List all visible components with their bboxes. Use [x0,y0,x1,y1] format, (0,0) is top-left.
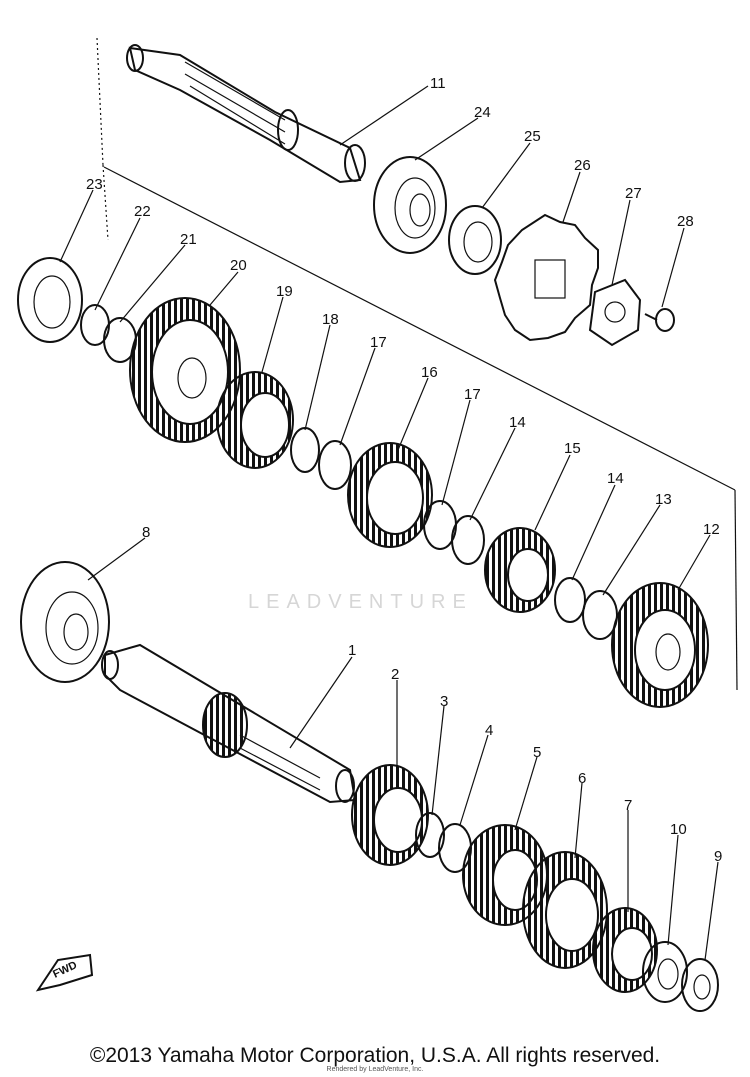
callout-27: 27 [625,185,642,202]
drive-axle [101,643,357,804]
circlip-17-upper [318,440,352,490]
callout-18: 18 [322,311,339,328]
gear-20 [129,297,241,443]
callout-4: 4 [485,722,493,739]
callout-numbers: 1 2 3 4 5 6 7 8 9 10 11 12 13 14 14 15 1… [86,75,722,865]
callout-5: 5 [533,744,541,761]
gear-19 [216,371,294,469]
gear-16 [347,442,433,548]
callout-16: 16 [421,364,438,381]
callout-3: 3 [440,693,448,710]
copyright-notice: ©2013 Yamaha Motor Corporation, U.S.A. A… [89,1044,661,1067]
callout-6: 6 [578,770,586,787]
callout-24: 24 [474,104,491,121]
circlip-3 [415,812,445,858]
callout-21: 21 [180,231,197,248]
drive-sprocket-26 [493,213,599,342]
washer-14-lower [554,577,586,623]
main-axle [126,44,366,184]
bearing-8 [20,561,110,683]
guide-frame [96,37,738,691]
leader-lines [59,85,719,961]
fwd-arrow-icon: FWD [35,953,94,992]
bearing-24 [373,156,447,254]
bearing-10 [642,941,688,1003]
callout-28: 28 [677,213,694,230]
gear-6 [522,851,608,969]
callout-1: 1 [348,642,356,659]
callout-20: 20 [230,257,247,274]
washer-14-upper [451,515,485,565]
collar-9 [681,958,719,1012]
gear-2 [351,764,429,866]
callout-14-lower: 14 [607,470,624,487]
callout-8: 8 [142,524,150,541]
callout-19: 19 [276,283,293,300]
gear-12 [611,582,709,708]
gear-7 [592,907,658,993]
callout-25: 25 [524,128,541,145]
callout-10: 10 [670,821,687,838]
callout-14-upper: 14 [509,414,526,431]
circlip-13 [582,590,618,640]
lock-washer-27 [588,278,642,347]
bolt-28 [644,308,675,332]
callout-26: 26 [574,157,591,174]
callout-17-lower: 17 [464,386,481,403]
oil-seal-25 [448,205,502,275]
callout-12: 12 [703,521,720,538]
callout-2: 2 [391,666,399,683]
callout-7: 7 [624,797,632,814]
callout-11: 11 [430,75,446,92]
callout-17-upper: 17 [370,334,387,351]
callout-22: 22 [134,203,151,220]
callout-9: 9 [714,848,722,865]
callout-15: 15 [564,440,581,457]
gear-15 [484,527,556,613]
rendered-by-note: Rendered by LeadVenture, Inc. [326,1066,424,1073]
callout-13: 13 [655,491,672,508]
bearing-23 [17,257,83,343]
watermark: LEADVENTURE [248,591,473,613]
washer-18 [290,427,320,473]
callout-23: 23 [86,176,103,193]
